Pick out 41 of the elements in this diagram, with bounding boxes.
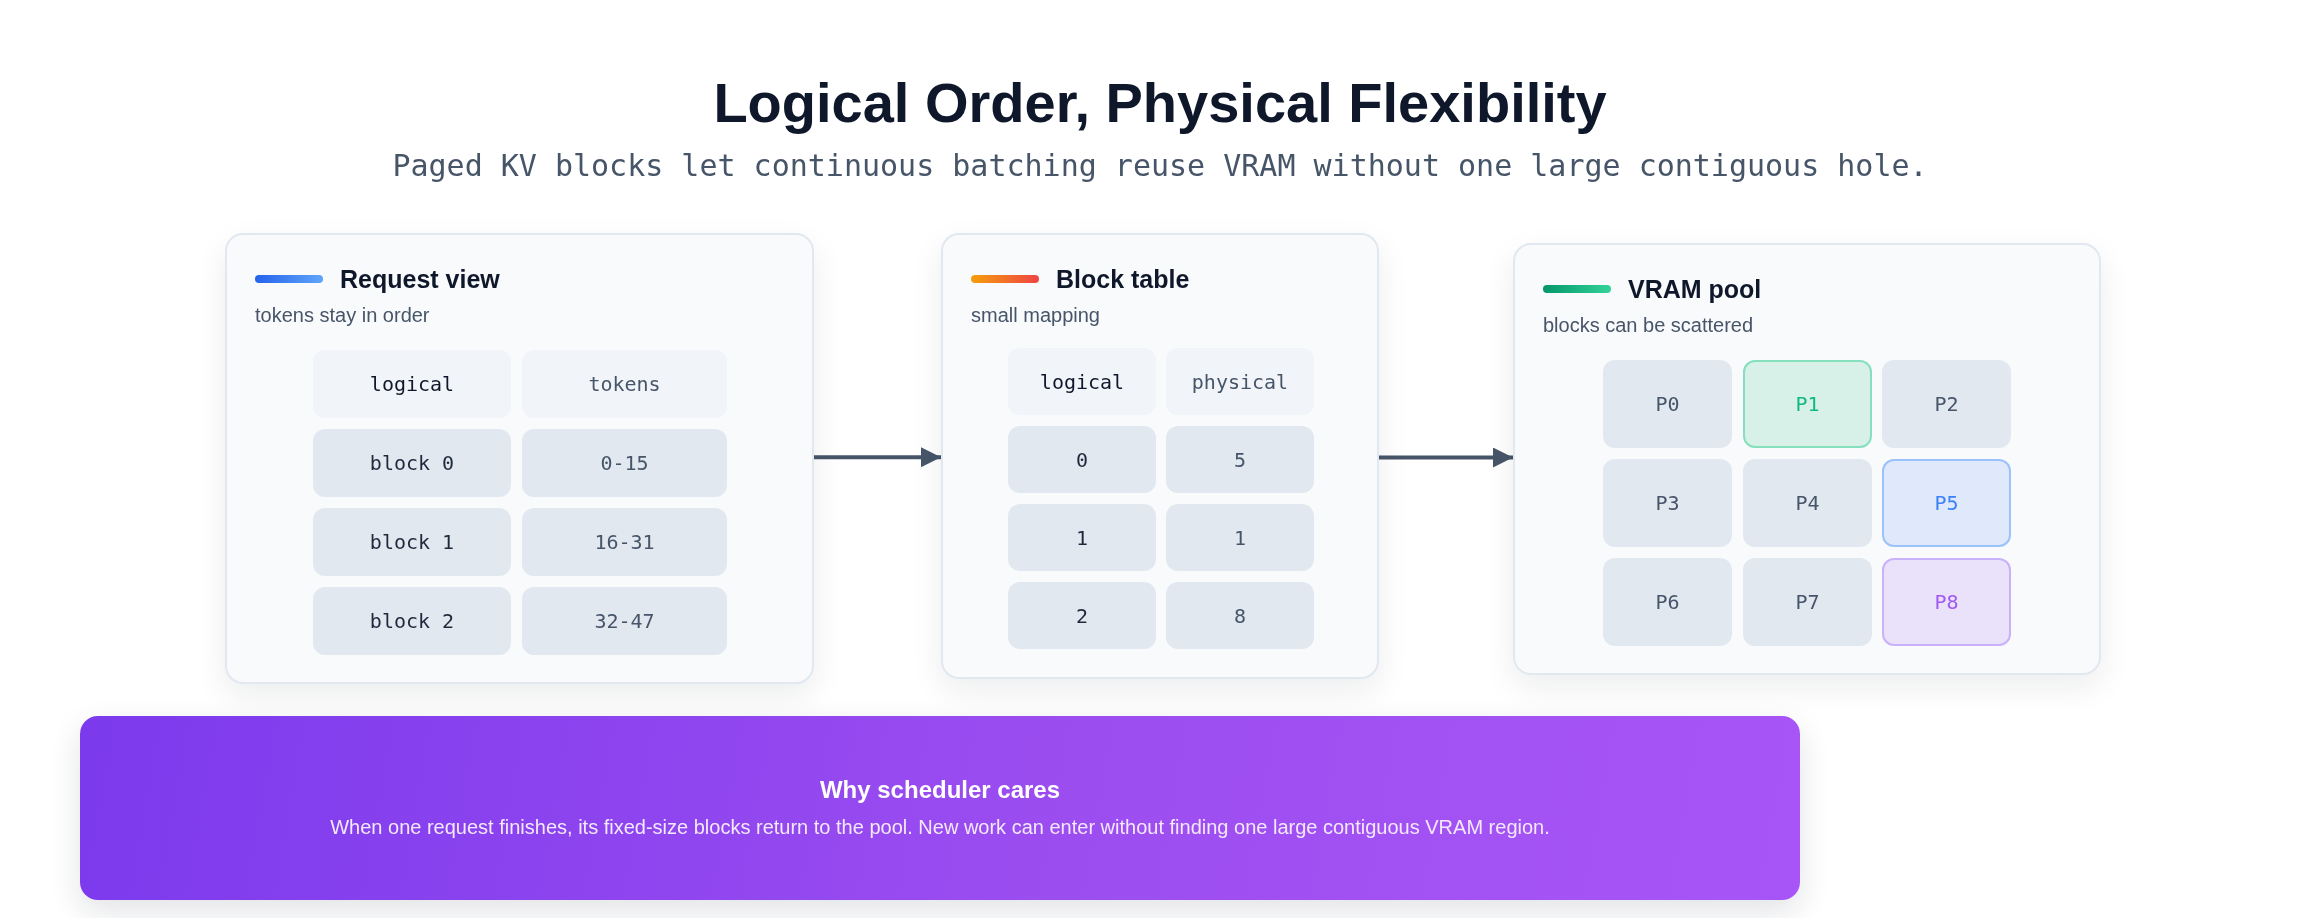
banner-title: Why scheduler cares — [819, 775, 1061, 805]
memory-block-tile: P4 — [1743, 459, 1872, 547]
memory-block-tile: P3 — [1603, 459, 1732, 547]
panel-subtitle: tokens stay in order — [255, 303, 430, 327]
table-cell: 32-47 — [522, 587, 727, 655]
table-cell: 1 — [1008, 504, 1156, 571]
memory-block-tile: P8 — [1882, 558, 2011, 646]
header-cell: physical — [1166, 348, 1314, 415]
panel-title: Block table — [1056, 264, 1190, 294]
table-cell: 2 — [1008, 582, 1156, 649]
memory-block-tile: P1 — [1743, 360, 1872, 448]
memory-block-tile: P2 — [1882, 360, 2011, 448]
panel-title: VRAM pool — [1628, 274, 1762, 304]
arrow — [1379, 447, 1513, 468]
panel-card — [1513, 243, 2101, 675]
panel-subtitle: small mapping — [971, 303, 1100, 327]
header-cell: tokens — [522, 350, 727, 418]
banner-text: When one request finishes, its fixed-size blocks return to the pool. New work can enter without finding one large contiguous VRAM region. — [330, 815, 1550, 840]
table-cell: 0 — [1008, 426, 1156, 493]
table-cell: 1 — [1166, 504, 1314, 571]
table-cell: 8 — [1166, 582, 1314, 649]
table-cell: block 1 — [313, 508, 511, 576]
table-cell: 5 — [1166, 426, 1314, 493]
subtitle-text: Paged KV blocks let continuous batching reuse VRAM without one large contiguous hole. — [392, 147, 1928, 185]
panel-title: Request view — [340, 264, 500, 294]
memory-block-tile: P7 — [1743, 558, 1872, 646]
note-banner — [80, 716, 1800, 900]
memory-block-tile: P6 — [1603, 558, 1732, 646]
memory-block-tile: P0 — [1603, 360, 1732, 448]
table-cell: block 0 — [313, 429, 511, 497]
header-cell: logical — [1008, 348, 1156, 415]
table-cell: block 2 — [313, 587, 511, 655]
table-cell: 0-15 — [522, 429, 727, 497]
diagram-title: Logical Order, Physical Flexibility — [713, 70, 1607, 136]
header-cell: logical — [313, 350, 511, 418]
memory-block-tile: P5 — [1882, 459, 2011, 547]
panel-card — [225, 233, 814, 684]
panel-subtitle: blocks can be scattered — [1543, 313, 1754, 337]
arrow — [814, 447, 941, 468]
panel-card — [941, 233, 1379, 679]
table-cell: 16-31 — [522, 508, 727, 576]
